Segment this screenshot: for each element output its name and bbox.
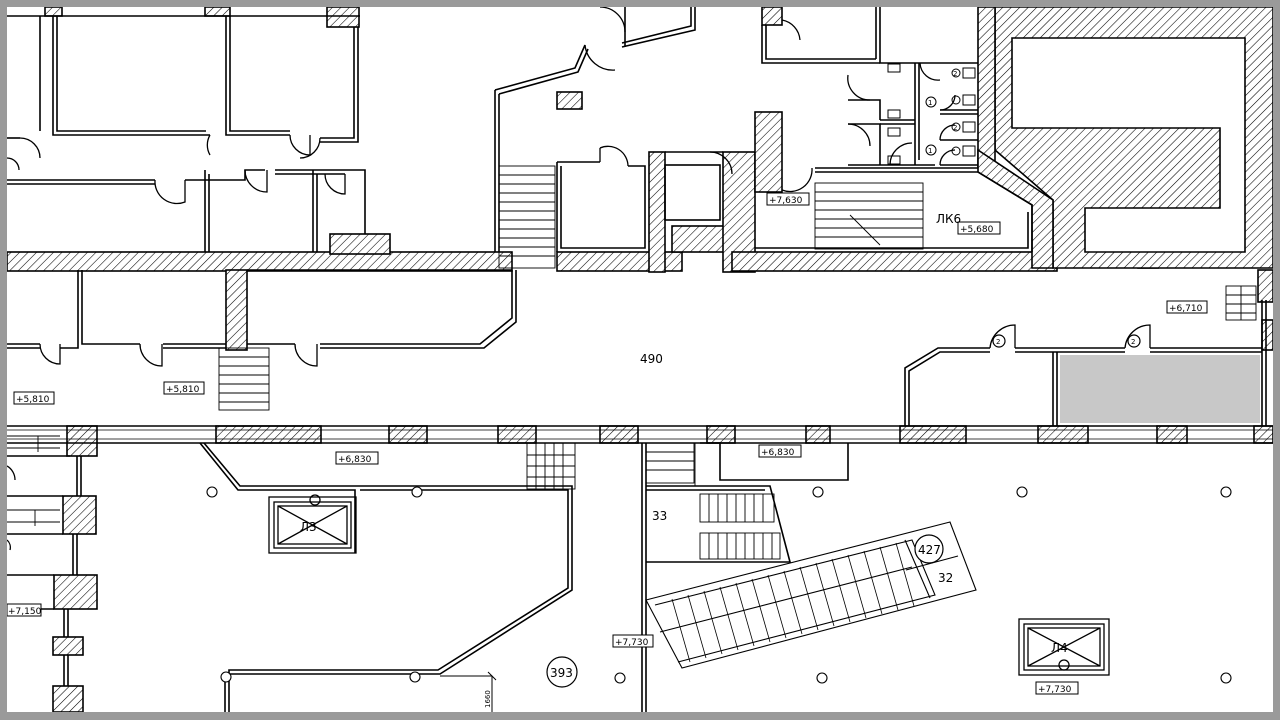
elevation-7630: +7,630 xyxy=(769,196,803,206)
columns xyxy=(206,486,1232,684)
wc-tag-2-upper: 2 xyxy=(953,70,957,78)
wall-lower-corridor-6 xyxy=(805,425,831,444)
wall-right-thin xyxy=(977,7,996,168)
wall-top-3 xyxy=(326,7,360,28)
wall-small-block xyxy=(556,91,583,110)
door-swings xyxy=(7,7,1151,551)
elevation-5810-left: +5,810 xyxy=(16,395,50,405)
elevation-7730-right: +7,730 xyxy=(1038,685,1072,695)
wall-left-col-4 xyxy=(52,636,84,656)
dimension-1660 xyxy=(440,671,497,712)
floor-plan-frame: 490 33 32 ЛК6 Л3 Л4 427 393 2 2 1 1 2 2 … xyxy=(7,7,1273,712)
wall-upper-block xyxy=(329,233,391,255)
wall-lower-corridor-5 xyxy=(706,425,736,444)
room-label-490: 490 xyxy=(640,352,663,366)
circle-label-427: 427 xyxy=(918,543,941,557)
gray-filled-room xyxy=(1060,355,1260,423)
wall-lower-corridor-2 xyxy=(388,425,428,444)
escalator-32 xyxy=(645,521,977,669)
wall-right-bottom xyxy=(731,251,1058,272)
wall-lower-corridor-7 xyxy=(899,425,967,444)
elevation-5680: +5,680 xyxy=(960,225,994,235)
wall-top-2 xyxy=(204,7,231,17)
wall-column-a xyxy=(225,269,248,351)
wall-right-edge xyxy=(1257,269,1273,303)
elevation-boxes xyxy=(7,192,1208,695)
circle-label-393: 393 xyxy=(550,666,573,680)
floor-plan-drawing: 490 33 32 ЛК6 Л3 Л4 427 393 2 2 1 1 2 2 … xyxy=(7,7,1273,712)
wall-right-edge-2 xyxy=(1261,319,1273,351)
wall-left-col-2 xyxy=(62,495,97,535)
wall-core-top xyxy=(754,111,783,193)
lift-l4 xyxy=(1018,618,1110,676)
elevation-5810-center: +5,810 xyxy=(166,385,200,395)
wc-fixtures xyxy=(887,63,976,165)
room-label-33: 33 xyxy=(652,509,667,523)
wall-top-4 xyxy=(761,7,783,26)
wall-lower-corridor-10 xyxy=(1253,425,1273,444)
lift-l3 xyxy=(268,494,357,554)
wc-tag-1-upper: 1 xyxy=(928,99,932,107)
elevation-7730-center: +7,730 xyxy=(615,638,649,648)
wall-lower-corridor-1 xyxy=(215,425,322,444)
wall-lower-corridor-4 xyxy=(599,425,639,444)
elevation-6830-left: +6,830 xyxy=(338,455,372,465)
dimension-label-1660: 1660 xyxy=(484,690,492,708)
stair-label-lk6: ЛК6 xyxy=(936,212,961,226)
wc-tag-1-lower: 1 xyxy=(928,147,932,155)
elevation-6710: +6,710 xyxy=(1169,304,1203,314)
wall-lower-corridor-8 xyxy=(1037,425,1089,444)
wall-lower-corridor-3 xyxy=(497,425,537,444)
wall-left-col-5 xyxy=(52,685,84,712)
wall-stair-core-left xyxy=(648,151,666,273)
wall-upper-corridor xyxy=(7,251,513,272)
room-label-32: 32 xyxy=(938,571,953,585)
wall-right-block xyxy=(978,7,1273,269)
wall-left-col-1 xyxy=(66,425,98,457)
thin-walls xyxy=(7,7,1273,712)
wall-top-1 xyxy=(44,7,63,17)
stairs xyxy=(7,165,1257,560)
lift-label-l3: Л3 xyxy=(300,520,317,534)
wc-tag-2-lower: 2 xyxy=(953,124,957,132)
door-tag-2-left: 2 xyxy=(996,338,1000,346)
elevation-6830-right: +6,830 xyxy=(761,448,795,458)
wall-lower-corridor-9 xyxy=(1156,425,1188,444)
circle-tags xyxy=(546,334,1141,688)
elevation-7150: +7,150 xyxy=(8,607,42,617)
wall-left-col-3 xyxy=(53,574,98,610)
lift-label-l4: Л4 xyxy=(1051,641,1068,655)
door-tag-2-right: 2 xyxy=(1131,338,1135,346)
